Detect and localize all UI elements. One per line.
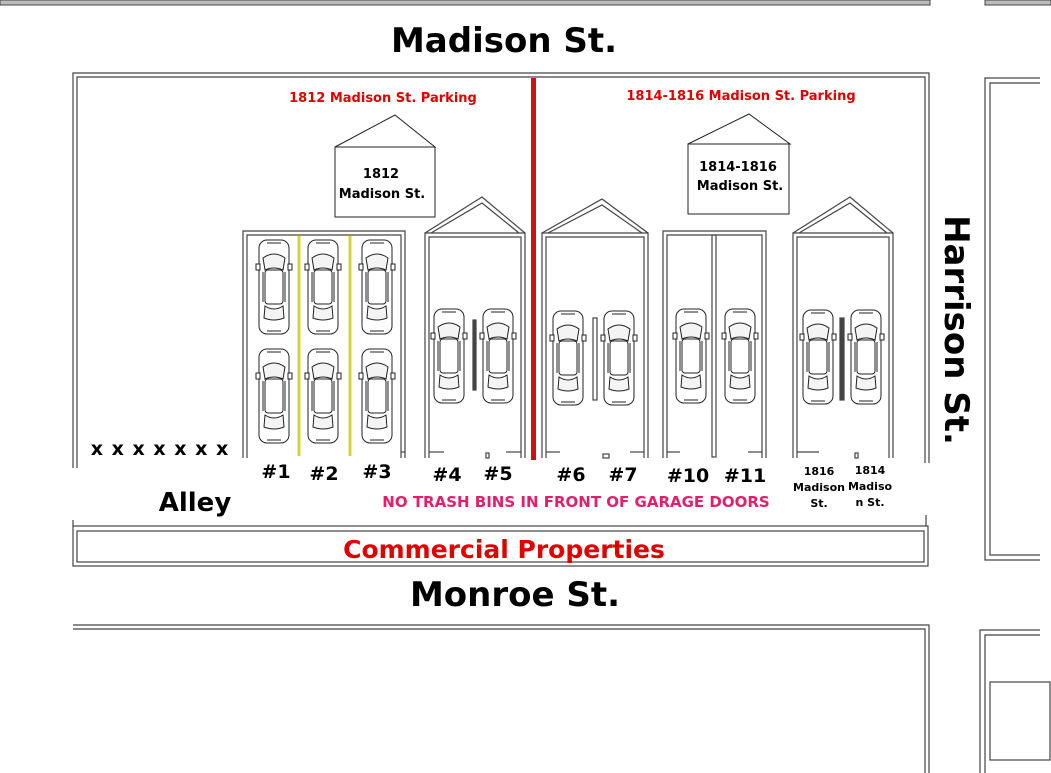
- garage-1816-line2: Madison: [793, 481, 845, 494]
- alley-label: Alley: [159, 488, 232, 518]
- parking-title-1812: 1812 Madison St. Parking: [289, 91, 477, 106]
- garage-6-7: [541, 198, 649, 459]
- garage-10-11: [662, 230, 767, 458]
- car: [600, 310, 638, 406]
- car: [255, 239, 293, 335]
- building-1812-number: 1812: [363, 167, 399, 182]
- garage-1814-1816: [792, 196, 894, 459]
- space-label-2: #2: [309, 463, 338, 485]
- car: [799, 309, 837, 405]
- lot-boundary: [72, 72, 930, 468]
- property-divider: [531, 78, 536, 460]
- street-edge-north: [0, 0, 1051, 6]
- building-1812: [334, 114, 437, 218]
- carport-1-3: [242, 230, 406, 458]
- street-label-east: Harrison St.: [936, 215, 976, 445]
- car: [847, 309, 885, 405]
- garage-1816-line1: 1816: [804, 465, 835, 478]
- car: [304, 239, 342, 335]
- car: [304, 348, 342, 444]
- street-label-south: Monroe St.: [410, 575, 620, 615]
- space-label-6: #6: [556, 464, 585, 486]
- garage-1814-line2: Madiso: [848, 480, 893, 493]
- space-label-1: #1: [261, 461, 290, 483]
- car: [358, 239, 396, 335]
- garage-4-5: [424, 196, 526, 459]
- space-label-5: #5: [483, 463, 512, 485]
- car: [479, 308, 517, 404]
- building-1814-number: 1814-1816: [699, 160, 777, 175]
- car: [255, 348, 293, 444]
- building-1814: [687, 113, 792, 215]
- trash-bin-notice: NO TRASH BINS IN FRONT OF GARAGE DOORS: [382, 493, 769, 511]
- parking-title-1814: 1814-1816 Madison St. Parking: [626, 89, 855, 104]
- space-label-3: #3: [362, 461, 391, 483]
- space-label-11: #11: [724, 465, 766, 487]
- garage-1816-line3: St.: [810, 497, 827, 510]
- alley-markers: x x x x x x x: [91, 438, 229, 460]
- car: [358, 348, 396, 444]
- commercial-label: Commercial Properties: [343, 535, 665, 564]
- garage-1814-line1: 1814: [855, 464, 886, 477]
- building-1812-street: Madison St.: [339, 187, 425, 202]
- monroe-edge: [73, 624, 1051, 773]
- car: [549, 310, 587, 406]
- commercial-band: [72, 515, 929, 567]
- building-1814-street: Madison St.: [697, 179, 783, 194]
- car: [672, 308, 710, 404]
- lane-lines: [297, 236, 352, 456]
- garage-1814-line3: n St.: [855, 496, 884, 509]
- car: [430, 308, 468, 404]
- space-label-4: #4: [432, 464, 461, 486]
- space-label-10: #10: [667, 465, 709, 487]
- car: [721, 308, 759, 404]
- harrison-sidewalk: [984, 77, 1040, 561]
- street-label-north: Madison St.: [391, 21, 617, 61]
- space-label-7: #7: [608, 464, 637, 486]
